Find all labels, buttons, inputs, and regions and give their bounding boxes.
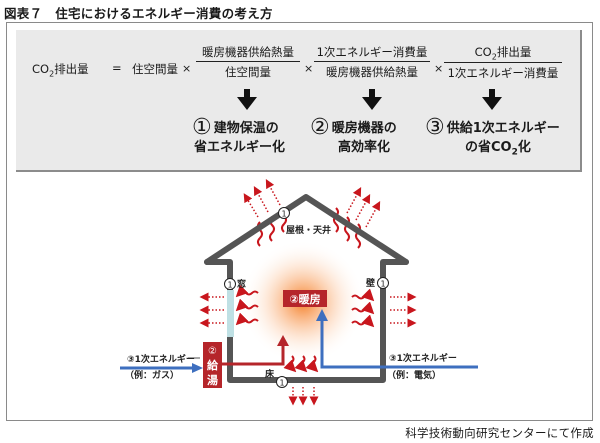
fraction-co2: CO2排出量 1次エネルギー消費量 xyxy=(444,44,562,81)
co2-suffix: 排出量 xyxy=(496,45,532,59)
fraction-primary-energy: 1次エネルギー消費量 暖房機器供給熱量 xyxy=(314,44,430,80)
fraction-1-numerator: 暖房機器供給熱量 xyxy=(196,44,300,62)
fraction-2-denominator: 暖房機器供給熱量 xyxy=(326,65,418,79)
heat-wave-icon xyxy=(235,298,259,312)
fraction-3-numerator: CO2排出量 xyxy=(444,44,562,64)
energy-right-line1: ③1次エネルギー xyxy=(389,352,457,364)
heat-wave-icon xyxy=(235,312,259,326)
measure-line2: 省エネルギー化 xyxy=(194,140,286,155)
water-heater-marker: ② xyxy=(208,346,217,357)
fraction-2-numerator: 1次エネルギー消費量 xyxy=(314,44,430,62)
roof-heat-escape xyxy=(243,179,381,228)
roof-label: 屋根・天井 xyxy=(286,224,331,236)
window-glass xyxy=(227,290,234,337)
window-heat-loss xyxy=(199,284,259,328)
wall-marker-circle xyxy=(377,277,389,289)
fraction-1-denominator: 住空間量 xyxy=(225,65,271,79)
window-marker-circle xyxy=(224,278,236,290)
energy-left-line1: ③1次エネルギー xyxy=(127,353,195,365)
heating-label: ②暖房 xyxy=(289,292,320,306)
co2-subscript: 2 xyxy=(491,52,497,62)
floor-marker: 1 xyxy=(279,379,284,388)
electric-arrow-icon xyxy=(316,309,328,321)
equals-sign: = xyxy=(112,61,122,75)
water-heater-char-2: 湯 xyxy=(207,373,218,387)
dotted-arrow-icon xyxy=(365,201,381,228)
co2-suffix: 排出量 xyxy=(54,62,89,76)
formula-lhs: CO2排出量 xyxy=(32,61,89,78)
floor-marker-circle xyxy=(276,376,288,388)
times-sign-2: × xyxy=(304,62,314,75)
dotted-arrow-icon xyxy=(346,187,362,214)
co2-subscript: 2 xyxy=(49,69,55,79)
fraction-heating-supply: 暖房機器供給熱量 住空間量 xyxy=(196,44,300,80)
measure-number: ② xyxy=(310,115,330,140)
times-sign-1: × xyxy=(182,62,192,75)
roof-marker-circle xyxy=(278,207,290,219)
hot-water-arrow-icon xyxy=(277,335,289,346)
water-heater-box xyxy=(203,342,222,388)
line2-suffix: 化 xyxy=(517,140,531,155)
roof-line xyxy=(204,194,409,265)
heat-wave-icon xyxy=(351,301,375,315)
co2-prefix: CO xyxy=(32,62,50,76)
figure-title: 図表７ 住宅におけるエネルギー消費の考え方 xyxy=(4,6,273,21)
co2-prefix: CO xyxy=(474,45,492,59)
heat-wave-icon xyxy=(235,284,259,298)
co2-subscript: 2 xyxy=(511,147,518,158)
figure-credit: 科学技術動向研究センターにて作成 xyxy=(405,426,594,440)
measure-line2: 高効率化 xyxy=(338,140,391,155)
formula-panel: CO2排出量 = 住空間量 × 暖房機器供給熱量 住空間量 × 1次エネルギー消… xyxy=(16,30,582,172)
window-label: 窓 xyxy=(237,278,246,290)
heat-wave-icon xyxy=(351,288,375,302)
wall-marker: 1 xyxy=(380,280,385,289)
floor-heat-loss xyxy=(283,355,319,406)
heating-label-box xyxy=(283,290,327,307)
wall-label: 壁 xyxy=(366,277,375,289)
energy-left-line2: （例：ガス） xyxy=(125,369,179,381)
dotted-arrow-icon xyxy=(265,179,281,206)
measure-line2: の省CO2化 xyxy=(425,138,560,163)
figure-frame xyxy=(6,22,593,421)
times-sign-3: × xyxy=(434,62,444,75)
fraction-3-denominator: 1次エネルギー消費量 xyxy=(447,66,559,81)
dotted-arrow-icon xyxy=(243,193,259,218)
heat-wave-icon xyxy=(351,314,375,328)
formula-term-living-space: 住空間量 xyxy=(132,62,178,76)
line2-prefix: の省CO xyxy=(465,140,512,155)
heat-wave-icon xyxy=(333,207,339,233)
measure-line1: 暖房機器の xyxy=(331,121,397,136)
electric-supply-line xyxy=(320,320,478,369)
water-heater-char-1: 給 xyxy=(207,358,219,372)
energy-right-line2: （例：電気） xyxy=(387,369,441,381)
heat-wave-icon xyxy=(355,223,361,249)
measure-line1: 建物保温の xyxy=(213,121,279,136)
roof-marker: 1 xyxy=(281,210,286,219)
heat-wave-icon xyxy=(344,216,350,242)
dotted-arrow-icon xyxy=(355,194,371,221)
wall-heat-loss xyxy=(351,288,417,328)
floor-label: 床 xyxy=(265,368,275,380)
gas-arrow-icon xyxy=(192,363,203,373)
dotted-arrow-icon xyxy=(253,186,269,213)
measure-line1: 供給1次エネルギー xyxy=(446,121,560,136)
heat-wave-icon xyxy=(283,355,297,373)
heat-wave-icon xyxy=(305,355,319,373)
heat-wave-icon xyxy=(294,355,308,373)
measure-number: ① xyxy=(192,115,212,140)
wall-and-floor xyxy=(227,259,409,383)
measure-number: ③ xyxy=(425,115,445,140)
hot-water-line xyxy=(222,345,285,366)
window-marker: 1 xyxy=(227,281,232,290)
